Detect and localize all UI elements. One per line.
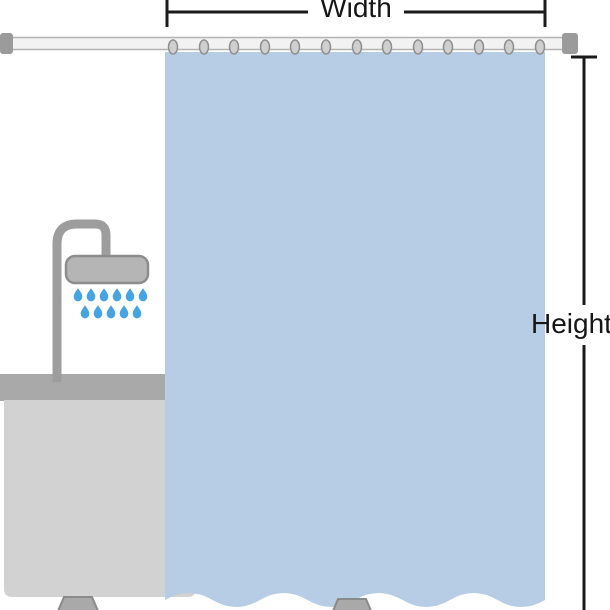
water-drop <box>106 305 116 319</box>
rod-mount-left <box>0 33 13 54</box>
curtain-hook <box>351 39 363 55</box>
water-drop <box>119 305 129 319</box>
curtain-hook <box>473 39 485 55</box>
height-dimension: Height <box>531 55 610 610</box>
water-drop <box>80 305 90 319</box>
curtain-hooks <box>167 39 546 55</box>
water-drop <box>93 305 103 319</box>
water-drop <box>125 288 135 302</box>
water-drop <box>132 305 142 319</box>
width-dimension: Width <box>165 0 547 27</box>
bathtub-body <box>4 400 196 597</box>
curtain-hook <box>167 39 179 55</box>
bathtub-rim <box>0 374 200 401</box>
curtain-hook <box>412 39 424 55</box>
curtain-hook <box>442 39 454 55</box>
curtain-hook <box>534 39 546 55</box>
shower-rod <box>0 33 578 54</box>
curtain-hook <box>503 39 515 55</box>
shower-curtain <box>165 52 545 607</box>
rod-mount-right <box>562 33 578 54</box>
water-drop <box>73 288 83 302</box>
curtain-hook <box>228 39 240 55</box>
curtain-hook <box>381 39 393 55</box>
shower-fixture <box>52 219 150 382</box>
shower-head <box>64 254 150 285</box>
water-drops <box>73 288 148 319</box>
height-label: Height <box>531 308 610 339</box>
water-drop <box>99 288 109 302</box>
bathtub-foot-left <box>57 596 99 610</box>
water-drop <box>138 288 148 302</box>
bathtub-foot-center <box>332 598 372 610</box>
shower-pipe <box>52 219 111 382</box>
curtain-hook <box>289 39 301 55</box>
water-drop <box>112 288 122 302</box>
water-drop <box>86 288 96 302</box>
width-label: Width <box>320 0 392 23</box>
curtain-hook <box>259 39 271 55</box>
bathtub <box>0 374 200 610</box>
curtain-hook <box>198 39 210 55</box>
curtain-hook <box>320 39 332 55</box>
